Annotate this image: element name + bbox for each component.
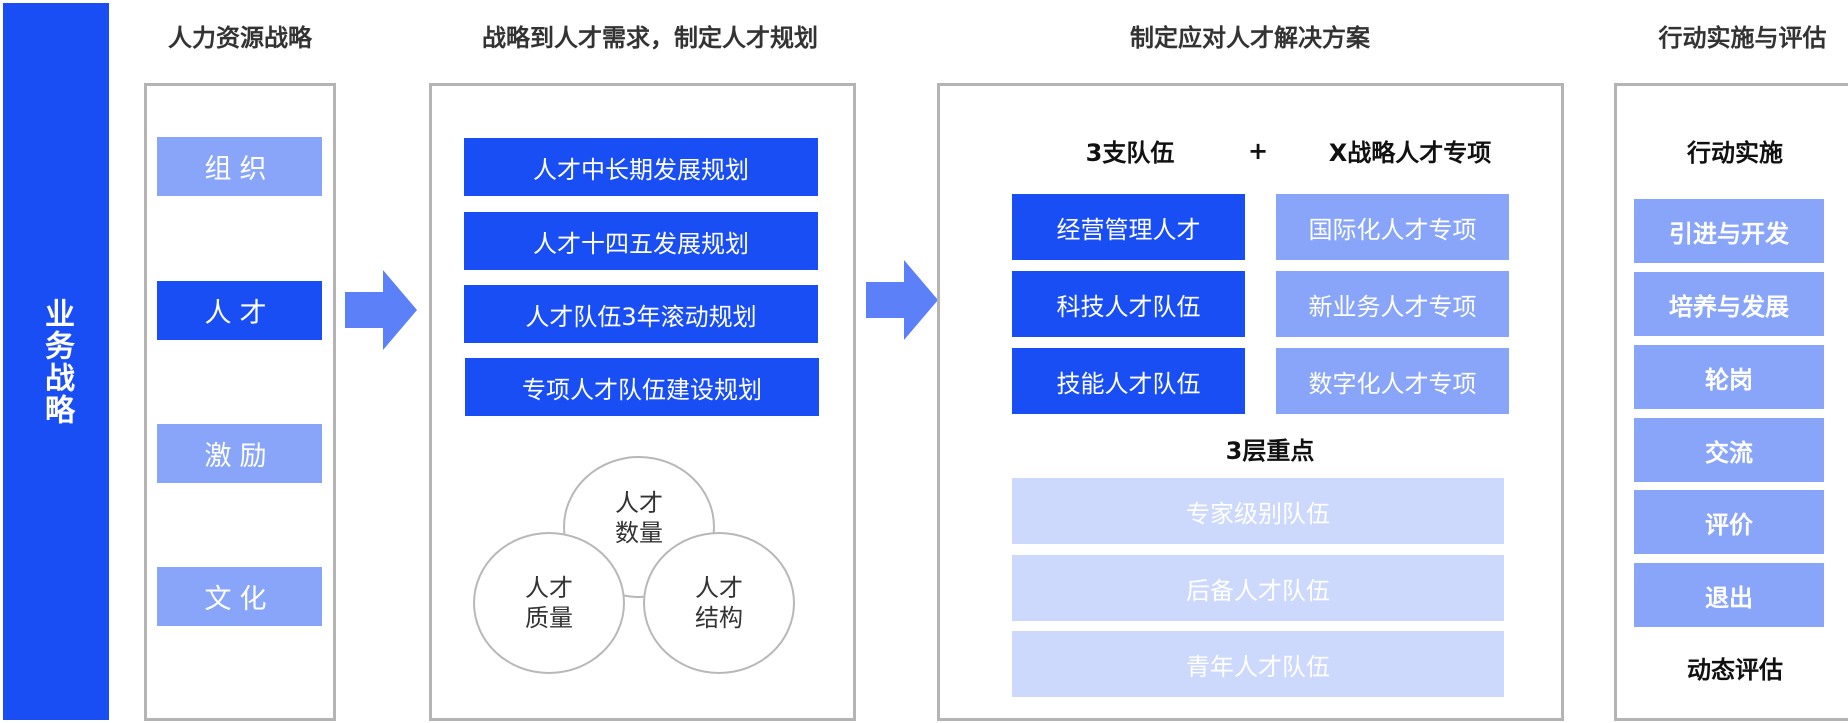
special-item: 数字化人才专项 [1276,348,1509,414]
focus-item: 专家级别队伍 [1012,478,1504,544]
plan-item: 人才中长期发展规划 [464,138,818,196]
action-item: 引进与开发 [1634,199,1824,263]
venn-label: 人才 [525,574,573,602]
flow-arrow-icon [345,270,417,350]
team-item: 技能人才队伍 [1012,348,1245,414]
hr-item-incentive: 激励 [157,424,322,483]
team-item: 科技人才队伍 [1012,271,1245,337]
teams-header: 3支队伍 [1085,139,1175,167]
hr-item-talent: 人才 [157,281,322,340]
venn-label: 质量 [525,604,573,632]
plus-sign: + [1247,137,1269,165]
plan-item: 人才十四五发展规划 [464,212,818,270]
hr-strategy-title: 人力资源战略 [168,24,312,52]
focus-header: 3层重点 [1225,437,1315,465]
venn-label: 数量 [615,519,663,547]
focus-item: 后备人才队伍 [1012,555,1504,621]
special-item: 新业务人才专项 [1276,271,1509,337]
venn-label: 人才 [615,489,663,517]
solutions-title: 制定应对人才解决方案 [1130,24,1370,52]
special-header: X战略人才专项 [1328,139,1492,167]
special-item: 国际化人才专项 [1276,194,1509,260]
action-item: 培养与发展 [1634,272,1824,336]
action-item: 评价 [1634,490,1824,554]
venn-label: 人才 [695,574,743,602]
hr-item-culture: 文化 [157,567,322,626]
venn-label: 结构 [695,604,743,632]
team-item: 经营管理人才 [1012,194,1245,260]
hr-item-organization: 组织 [157,137,322,196]
venn-circle-structure: 人才 结构 [643,532,795,674]
business-strategy-bar: 业务战略 [3,3,109,720]
implement-header: 行动实施 [1687,139,1783,167]
planning-title: 战略到人才需求，制定人才规划 [482,24,818,52]
focus-item: 青年人才队伍 [1012,631,1504,697]
venn-circle-quality: 人才 质量 [473,532,625,674]
evaluation-label: 动态评估 [1687,656,1783,684]
action-title: 行动实施与评估 [1658,24,1827,52]
action-item: 退出 [1634,563,1824,627]
plan-item: 人才队伍3年滚动规划 [464,285,818,343]
plan-item: 专项人才队伍建设规划 [465,358,819,416]
action-item: 轮岗 [1634,345,1824,409]
flow-arrow-icon [866,260,938,340]
action-item: 交流 [1634,418,1824,482]
